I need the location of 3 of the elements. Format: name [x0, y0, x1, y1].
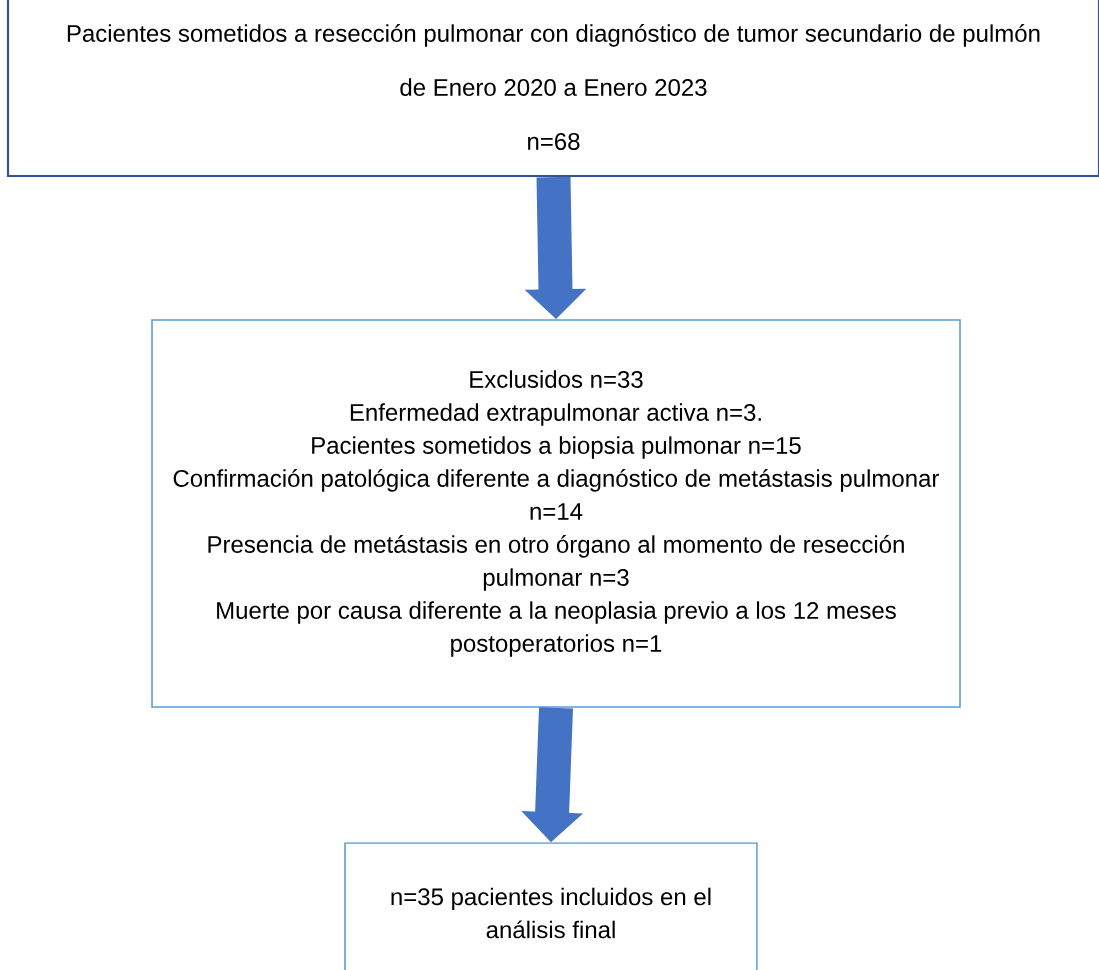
- flow-box: Pacientes sometidos a resección pulmonar con diagnóstico de tumor secundario de pulmón de Enero 2020 a Enero 2023 n=68: [6, 0, 1099, 178]
- flow-box: Exclusidos n=33 Enfermedad extrapulmonar activa n=3. Pacientes sometidos a biopsia pulmonar n=15 Confirmación patológica diferente a diagnóstico de metástasis pulmonar n=14 Presencia de metástasis en otro órgano al momento de resección pulmonar n=3 Muerte por causa diferente a la neoplasia previo a los 12 meses postoperatorios n=1: [151, 319, 961, 708]
- flow-box: n=35 pacientes incluidos en el análisis final: [344, 842, 758, 970]
